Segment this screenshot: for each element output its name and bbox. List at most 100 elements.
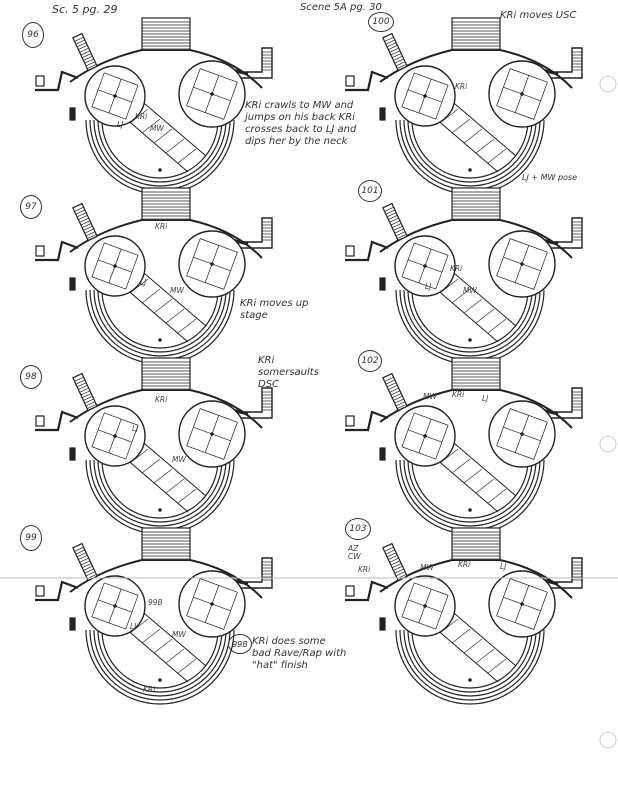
center-mark [468,508,472,512]
turntable-center [423,264,427,268]
panel-number: 97 [20,195,42,219]
ramp-line [165,478,185,494]
stage-ring [399,119,541,191]
light-marker [69,107,76,121]
turntable-center [423,604,427,608]
side-stairs [382,542,408,582]
stair-step [392,53,402,59]
ramp-line [165,308,185,324]
stair-step [87,234,97,239]
left-platform [35,580,79,602]
stair-step [390,390,401,396]
stage-ring [407,629,533,693]
stage-diagram [345,357,583,535]
stair-step [79,557,89,563]
side-stairs [72,372,98,412]
center-mark [158,338,162,342]
ramp-line [463,638,483,654]
stage-ring [407,459,533,523]
stage-ring [399,289,541,361]
stair-step [385,39,396,45]
stair-step [84,58,94,64]
stair-step [389,387,399,393]
stair-step [385,549,396,555]
stage-diagram [35,527,273,705]
stair-step [79,217,89,223]
left-platform [345,240,389,262]
ramp-line [487,488,507,504]
ramp-line [463,298,483,314]
left-platform [345,410,389,432]
actor-mark: LJ [140,278,147,287]
stair-step [395,571,406,577]
turntable-center [423,94,427,98]
right-platform [230,217,273,249]
actor-mark: LJ [425,282,432,291]
ramp-line [141,118,161,134]
actor-mark: LJ [500,562,507,571]
stair-step [394,398,404,404]
panel-extra-note: LJ + MW pose [522,173,578,182]
panel-number: 101 [358,180,382,202]
stair-step [87,64,97,69]
stair-step [392,563,402,569]
stair-step [392,223,402,229]
ramp-line [463,128,483,144]
actor-mark: MW [423,392,437,401]
ramp-line [177,318,197,334]
stair-step [394,58,404,64]
left-platform [345,70,389,92]
stage-ring [411,289,529,349]
stair-step [384,36,394,42]
center-mark [468,338,472,342]
stair-step [85,571,96,577]
page-ref-center: Scene 5A pg. 30 [300,2,382,13]
actor-mark: MW [420,563,434,572]
stair-step [384,546,394,552]
stair-step [82,223,92,229]
actor-mark: 99B [148,598,163,607]
stage-ring [97,119,223,183]
actor-mark: MW [172,455,186,464]
stage-ring [101,629,219,689]
ramp-line [141,628,161,644]
page-ref-left: Sc. 5 pg. 29 [52,3,118,16]
left-platform [345,580,389,602]
panel-number: 99 [20,525,42,551]
ramp-line [487,318,507,334]
right-platform [230,557,273,589]
left-platform [35,240,79,262]
panel-number: 96 [22,22,44,48]
stair-step [79,387,89,393]
actor-mark: KRi [155,222,168,231]
right-platform [230,387,273,419]
light-marker [379,447,386,461]
stage-ring [403,629,537,697]
ramp-line [165,138,185,154]
stair-step [80,390,91,396]
side-stairs [72,32,98,72]
stage-diagram [35,187,273,365]
stair-step [390,560,401,566]
stage-ring [395,289,545,365]
ramp-line [475,478,495,494]
stair-step [83,565,93,571]
stair-step [85,401,96,407]
stair-step [390,220,401,226]
turntable-center [520,432,524,436]
actor-mark: KRi [155,395,168,404]
stair-step [395,231,406,237]
binder-hole [599,75,617,93]
stair-step [84,398,94,404]
ramp-line [177,148,197,164]
ramp-line [451,118,471,134]
panel-note: KRi moves USC [500,10,577,21]
actor-mark: MW [170,286,184,295]
stair-step [78,385,88,390]
turntable-center [520,602,524,606]
stage-ring [97,629,223,693]
actor-mark: KRi [458,560,471,569]
stage-ring [93,119,227,187]
side-stairs [382,32,408,72]
ramp-line [153,298,173,314]
